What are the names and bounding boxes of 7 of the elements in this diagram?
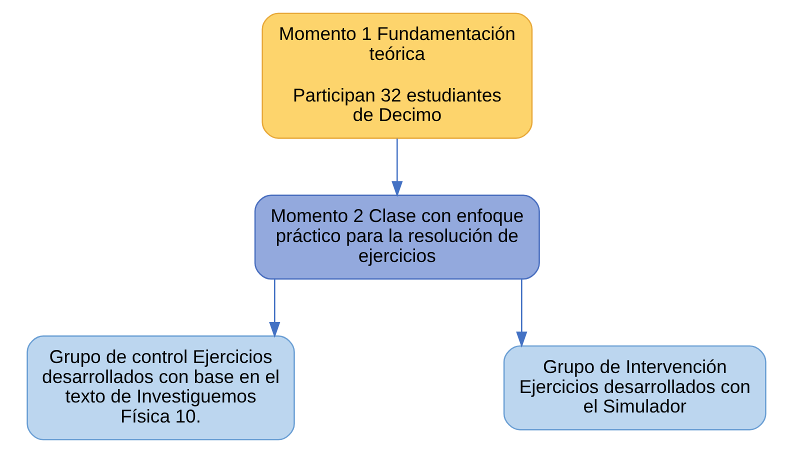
arrow [391,138,402,198]
node-box: Grupo de control Ejercicios desarrollados con base en el texto de Investiguemos Física 10. [26,335,294,440]
arrow [268,279,280,338]
node-box: Momento 1 Fundamentación teórica Participan 32 estudiantes de Decimo [261,12,532,139]
arrow [516,279,527,348]
node-box: Grupo de Intervención Ejercicios desarrollados con el Simulador [502,345,766,430]
node-box: Momento 2 Clase con enfoque práctico para la resolución de ejercicios [254,194,540,280]
